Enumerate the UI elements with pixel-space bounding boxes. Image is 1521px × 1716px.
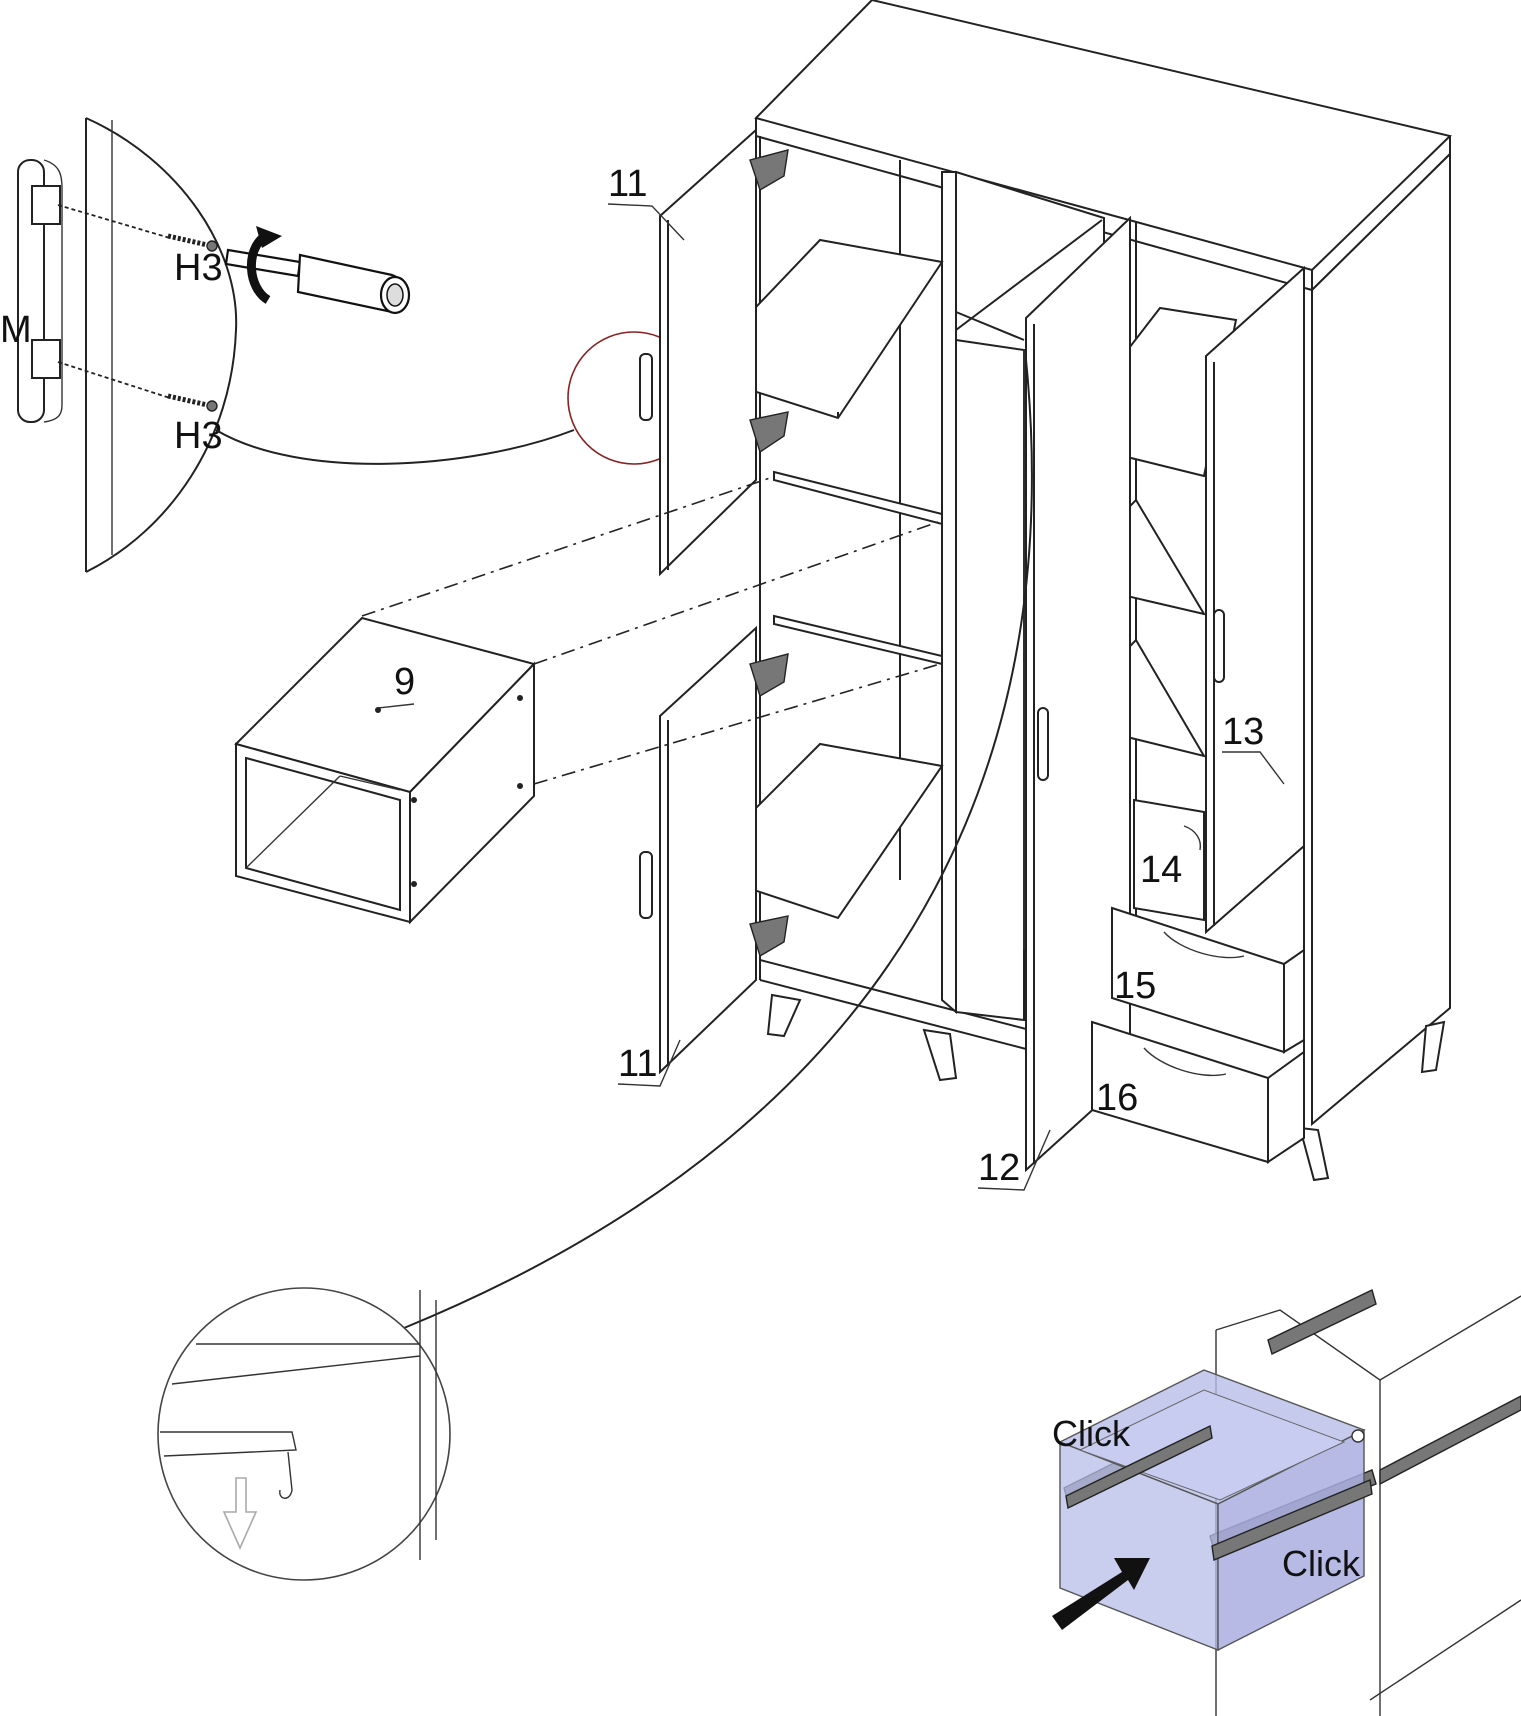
cube-label: 9 xyxy=(394,661,415,703)
screw-icon xyxy=(167,233,218,252)
arrow-down-icon xyxy=(222,1477,258,1550)
handle-mount-bottom xyxy=(31,339,61,379)
detail-connector-line xyxy=(215,429,575,465)
click-label-bottom: Click xyxy=(1282,1543,1361,1584)
cube-insert: 9 xyxy=(234,616,536,925)
leg xyxy=(922,1028,958,1082)
drawer-label: 16 xyxy=(1096,1077,1138,1119)
guide-line xyxy=(533,663,941,785)
detail-inset-handle: H3 H3 M xyxy=(0,117,411,573)
door-handle xyxy=(639,851,653,919)
leg xyxy=(766,993,802,1038)
hinge xyxy=(749,411,789,454)
shelf-fixed-low xyxy=(773,614,943,666)
click-label-top: Click xyxy=(1052,1413,1131,1454)
door-handle xyxy=(1037,707,1049,781)
push-arrow-icon xyxy=(1052,1558,1150,1630)
guide-line xyxy=(361,477,771,617)
drawer-label: 15 xyxy=(1114,965,1156,1007)
drawer-top: 14 xyxy=(1133,798,1205,922)
detail-connector-line xyxy=(403,359,1033,1329)
hinge xyxy=(749,915,789,958)
screw-label-top: H3 xyxy=(174,247,223,289)
door-label: 13 xyxy=(1222,711,1264,753)
leg xyxy=(1298,1126,1330,1182)
leg xyxy=(1420,1020,1446,1074)
guide-line xyxy=(533,521,939,665)
screwdriver-icon xyxy=(224,248,411,315)
drawer-middle: 15 xyxy=(1111,906,1305,1054)
door-label: 11 xyxy=(618,1043,657,1085)
handle-mount-top xyxy=(31,185,61,225)
drawer-label: 14 xyxy=(1140,849,1182,891)
shelf-fixed-mid xyxy=(773,470,943,526)
door-label: 12 xyxy=(978,1147,1020,1189)
rotate-arrow-icon xyxy=(247,226,282,304)
cropped-label: M xyxy=(0,309,32,351)
hinge xyxy=(749,653,789,698)
door-right: 13 xyxy=(1205,265,1305,935)
screw-label-bottom: H3 xyxy=(174,415,223,457)
hinge xyxy=(749,149,789,192)
detail-circle-hook xyxy=(157,1287,451,1581)
screw-icon xyxy=(167,393,218,412)
drawer-bottom: 16 xyxy=(1091,1020,1305,1164)
door-left-top: 11 xyxy=(607,127,789,577)
door-handle xyxy=(639,353,653,421)
door-handle xyxy=(1213,609,1225,683)
door-label: 11 xyxy=(608,163,647,205)
detail-drawer-rail: Click Click xyxy=(1052,1289,1521,1716)
